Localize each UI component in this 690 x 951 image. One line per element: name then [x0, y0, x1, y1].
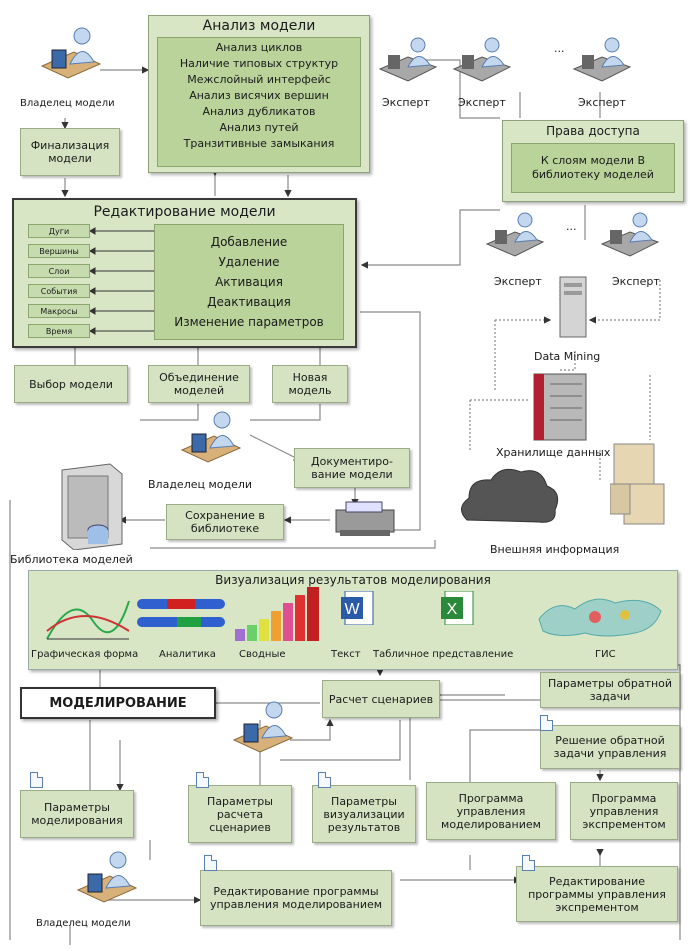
expert-label: Эксперт — [494, 275, 542, 288]
edit-item-vertices: Вершины — [28, 244, 90, 258]
user-workstation-icon — [178, 410, 244, 472]
analysis-panel: Анализ модели Анализ циклов Наличие типо… — [148, 15, 370, 173]
vis-label: Сводные — [239, 649, 286, 660]
inverse-params-box: Параметры обратной задачи — [540, 672, 680, 708]
program-model-box: Программа управления моделированием — [426, 782, 556, 840]
edit-program-model-box: Редактирование программы управления моде… — [200, 870, 392, 926]
expert-icon — [600, 210, 660, 264]
new-model-box: Новая модель — [272, 365, 348, 403]
owner-label-middle: Владелец модели — [148, 478, 253, 491]
owner-label-bottom: Владелец модели — [36, 918, 131, 929]
document-icon — [196, 772, 209, 788]
printer-icon — [330, 500, 400, 544]
storage-label: Хранилище данных — [496, 446, 611, 459]
document-icon — [204, 855, 217, 871]
program-exp-box: Программа управления экспрементом — [570, 782, 678, 840]
analysis-item: Межслойный интерфейс — [187, 73, 331, 86]
expert-label: Эксперт — [578, 96, 626, 109]
analysis-title: Анализ модели — [202, 18, 316, 34]
user-workstation-icon — [74, 850, 140, 912]
documenting-box: Документиро- вание модели — [294, 448, 410, 488]
visualization-title: Визуализация результатов моделирования — [215, 573, 491, 587]
edit-item-time: Время — [28, 324, 90, 338]
analysis-item: Анализ дубликатов — [202, 105, 316, 118]
access-text: К слоям модели В библиотеку моделей — [511, 143, 675, 193]
document-icon — [318, 772, 331, 788]
analytics-icon — [137, 599, 225, 627]
vis-label: Табличное представление — [373, 649, 514, 660]
analysis-item: Транзитивные замыкания — [183, 137, 335, 150]
editing-panel: Редактирование модели Дуги Вершины Слои … — [12, 198, 357, 348]
excel-icon: X — [441, 591, 474, 625]
edit-item-events: События — [28, 284, 90, 298]
access-title: Права доступа — [546, 124, 640, 138]
library-server-icon — [48, 460, 128, 554]
edit-arrows — [90, 227, 154, 335]
vis-params-box: Параметры визуализации результатов — [312, 785, 416, 843]
edit-action: Деактивация — [207, 295, 291, 309]
expert-label: Эксперт — [612, 275, 660, 288]
visualization-panel: Визуализация результатов моделирования W… — [28, 570, 678, 670]
pivot-bars-icon — [235, 587, 319, 641]
expert-label: Эксперт — [458, 96, 506, 109]
external-label: Внешняя информация — [490, 543, 620, 556]
analysis-list: Анализ циклов Наличие типовых структур М… — [157, 37, 361, 167]
model-params-box: Параметры моделирования — [20, 790, 134, 838]
server-icon — [558, 275, 590, 345]
document-icon — [522, 855, 535, 871]
ellipsis: ... — [554, 42, 565, 55]
storage-icon — [530, 370, 590, 450]
user-workstation-icon — [230, 700, 296, 762]
analysis-item: Анализ циклов — [215, 41, 303, 54]
owner-label-top: Владелец модели — [20, 98, 115, 109]
ellipsis: ... — [566, 220, 577, 233]
boxes-icon — [609, 440, 670, 534]
finalization-box: Финализация модели — [20, 128, 120, 176]
edit-action: Добавление — [210, 235, 288, 249]
analysis-item: Наличие типовых структур — [179, 57, 339, 70]
inverse-solve-box: Решение обратной задачи управления — [540, 725, 680, 769]
vis-label: ГИС — [595, 649, 616, 660]
edit-action: Изменение параметров — [174, 315, 324, 329]
data-mining-label: Data Mining — [534, 350, 601, 363]
edit-actions: Добавление Удаление Активация Деактиваци… — [154, 224, 344, 340]
vis-label: Текст — [331, 649, 361, 660]
modeling-title: МОДЕЛИРОВАНИЕ — [20, 687, 216, 719]
word-icon: W — [341, 591, 374, 625]
select-model-box: Выбор модели — [14, 365, 128, 403]
expert-icon — [452, 35, 512, 89]
svg-text:W: W — [344, 601, 360, 618]
edit-item-macros: Макросы — [28, 304, 90, 318]
user-workstation-icon — [38, 26, 104, 88]
scenario-calc-box: Расчет сценариев — [322, 680, 440, 718]
svg-text:X: X — [447, 601, 458, 618]
expert-icon — [378, 35, 438, 89]
merge-models-box: Объединение моделей — [148, 365, 250, 403]
analysis-item: Анализ путей — [219, 121, 299, 134]
document-icon — [540, 715, 553, 731]
edit-program-exp-box: Редактирование программы управления эксп… — [516, 866, 678, 922]
edit-action: Активация — [215, 275, 283, 289]
expert-icon — [572, 35, 632, 89]
gis-map-icon — [538, 598, 662, 637]
expert-label: Эксперт — [382, 96, 430, 109]
editing-title: Редактирование модели — [93, 204, 276, 220]
edit-item-layers: Слои — [28, 264, 90, 278]
edit-item-arcs: Дуги — [28, 224, 90, 238]
edit-action: Удаление — [218, 255, 280, 269]
document-icon — [30, 772, 43, 788]
save-library-box: Сохранение в библиотеке — [166, 504, 284, 540]
cloud-icon — [455, 460, 565, 534]
vis-label: Графическая форма — [31, 649, 139, 660]
analysis-item: Анализ висячих вершин — [189, 89, 329, 102]
library-label: Библиотека моделей — [10, 553, 133, 566]
vis-label: Аналитика — [159, 649, 216, 660]
expert-icon — [485, 210, 545, 264]
access-panel: Права доступа К слоям модели В библиотек… — [502, 120, 684, 202]
scenario-params-box: Параметры расчета сценариев — [188, 785, 292, 843]
line-chart-icon — [46, 600, 130, 640]
